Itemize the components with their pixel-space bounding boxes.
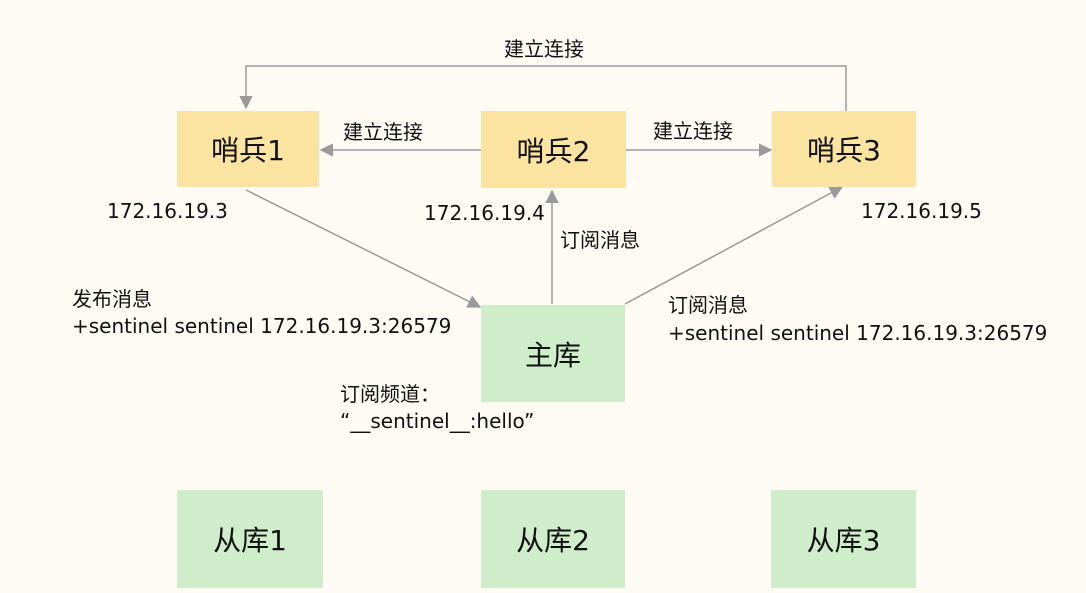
sentinel-2-node: 哨兵2 bbox=[481, 111, 626, 188]
replica-1-node: 从库1 bbox=[177, 490, 323, 588]
edge-label-s3-s1: 建立连接 bbox=[504, 37, 584, 61]
edge-label-s2-s1: 建立连接 bbox=[343, 120, 423, 144]
arrow-master-to-s3 bbox=[624, 186, 844, 305]
master-node: 主库 bbox=[481, 305, 625, 402]
subscribe-message: +sentinel sentinel 172.16.19.3:26579 bbox=[668, 321, 1048, 345]
arrow-s1-to-master bbox=[245, 189, 482, 308]
sentinel-2-ip: 172.16.19.4 bbox=[424, 201, 545, 225]
sentinel-1-ip: 172.16.19.3 bbox=[107, 199, 228, 223]
channel-name: “__sentinel__:hello” bbox=[340, 409, 535, 433]
replica-2-node: 从库2 bbox=[481, 490, 625, 588]
sentinel-3-ip: 172.16.19.5 bbox=[861, 199, 982, 223]
subscribe-title: 订阅消息 bbox=[668, 293, 748, 317]
sentinel-1-node: 哨兵1 bbox=[177, 111, 319, 187]
channel-title: 订阅频道： bbox=[340, 382, 440, 406]
edge-label-s2-s3: 建立连接 bbox=[653, 119, 733, 143]
edge-label-subscribe-center: 订阅消息 bbox=[560, 228, 640, 252]
publish-message: +sentinel sentinel 172.16.19.3:26579 bbox=[72, 314, 452, 338]
replica-3-node: 从库3 bbox=[771, 490, 916, 588]
arrow-s3-to-s1 bbox=[239, 65, 847, 111]
sentinel-3-node: 哨兵3 bbox=[772, 111, 916, 187]
publish-title: 发布消息 bbox=[72, 287, 152, 311]
